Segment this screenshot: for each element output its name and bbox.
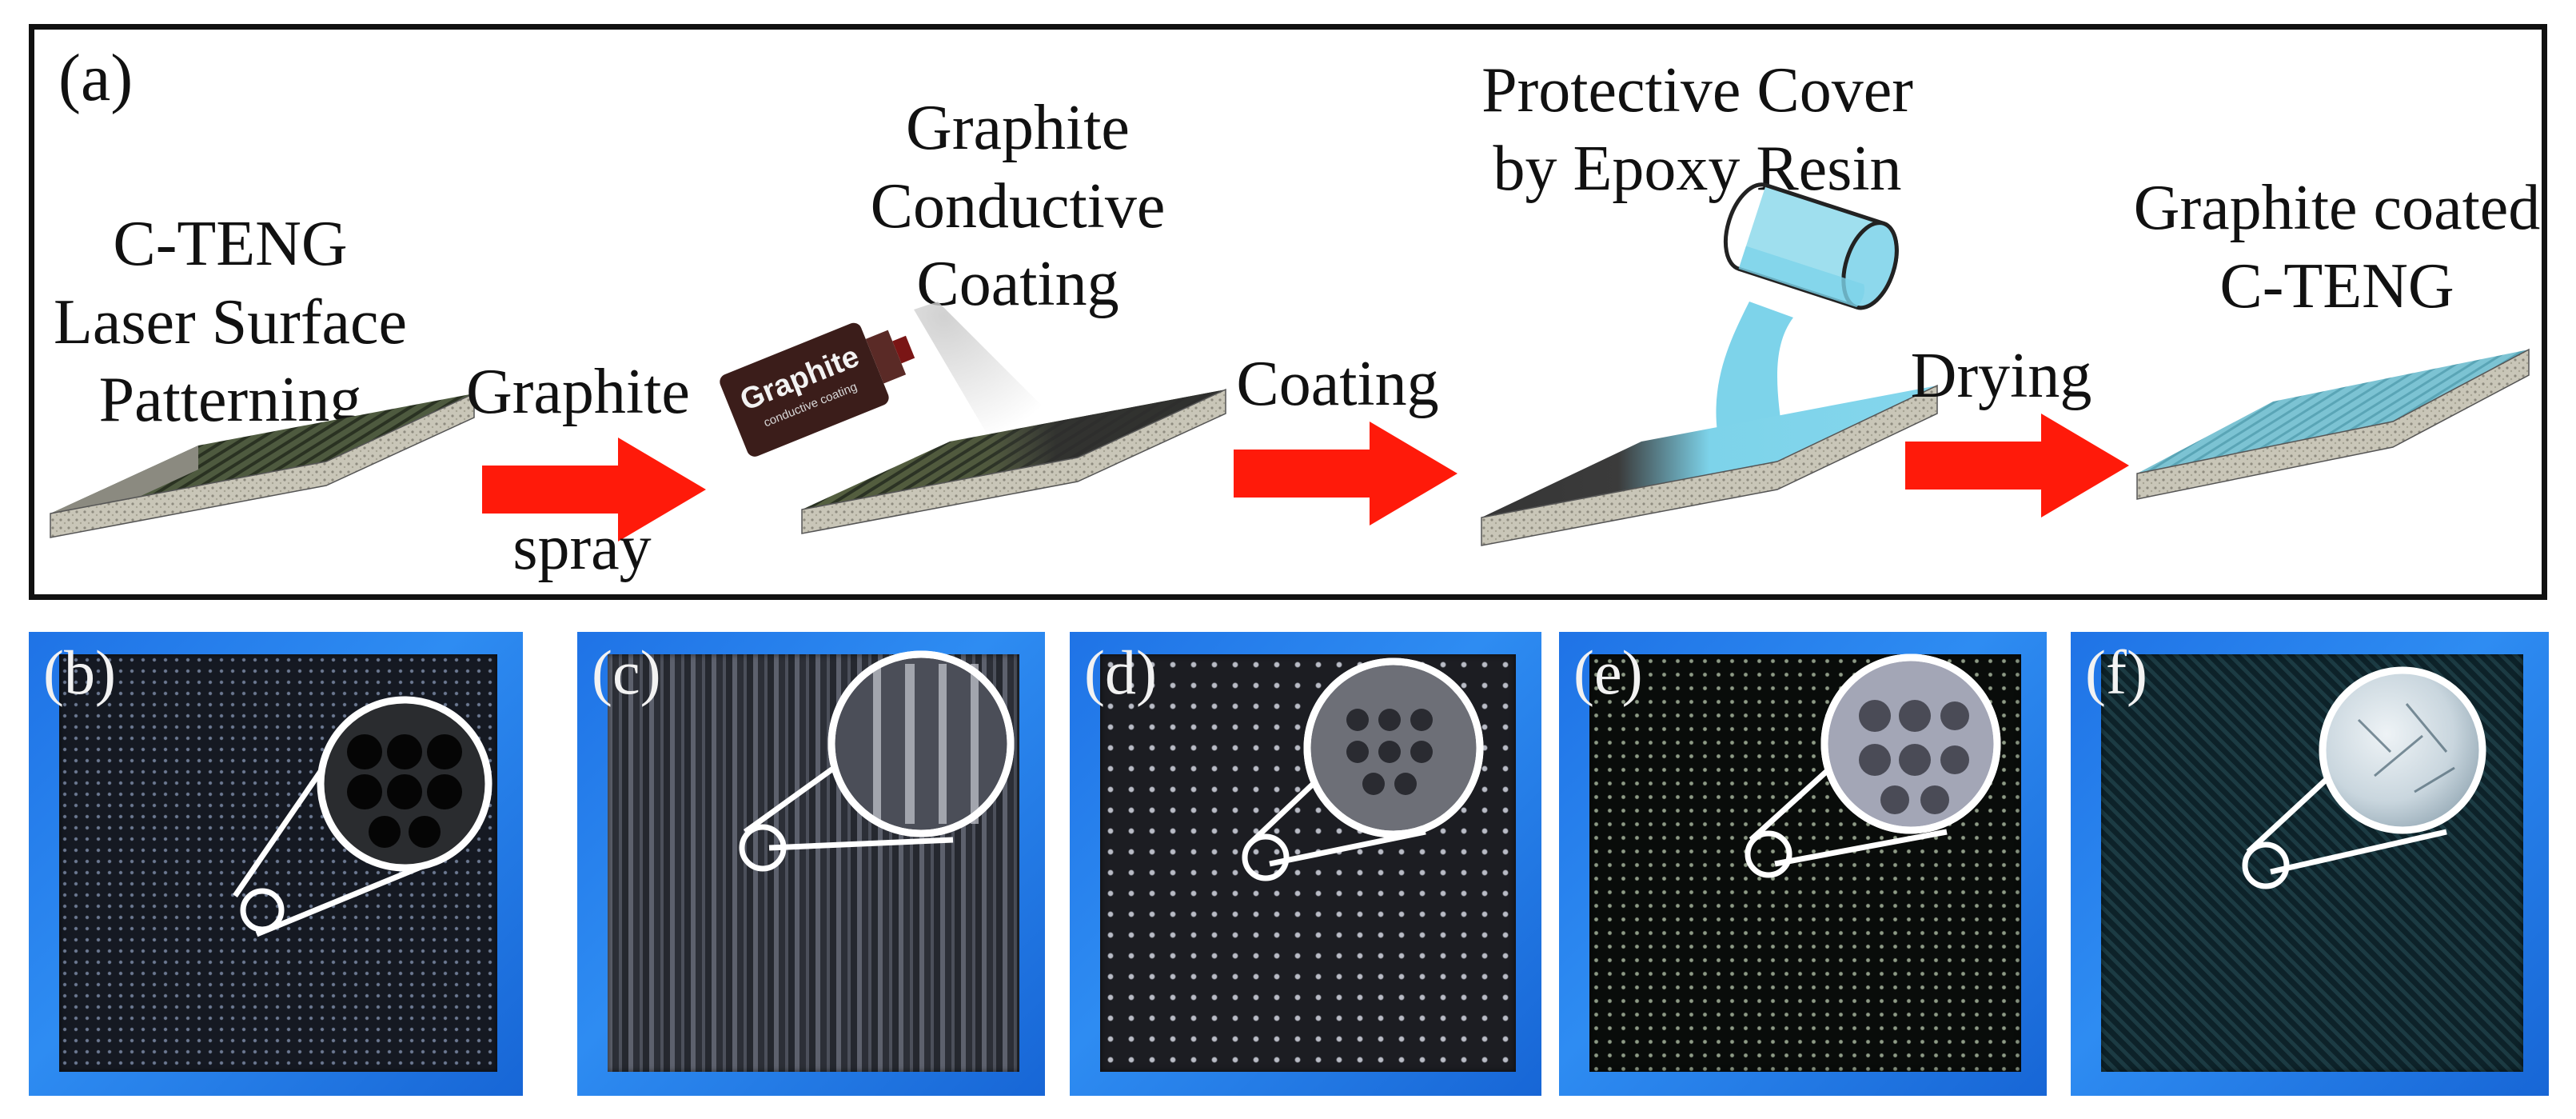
- magnifier-icon: [2242, 666, 2486, 889]
- step1-label: C-TENG Laser Surface Patterning: [54, 206, 407, 440]
- step2-label: Graphite Conductive Coating: [858, 90, 1178, 324]
- step4-label: Graphite coated C-TENG: [2113, 170, 2561, 326]
- slab-finished-icon: [2136, 348, 2530, 500]
- spray-can-icon: Graphite conductive coating: [720, 322, 915, 457]
- panel-f-tag: (f): [2085, 637, 2147, 707]
- photo-panel-e: (e): [1559, 632, 2047, 1096]
- slab-graphite-spray-icon: [801, 388, 1226, 534]
- step4-line-1: Graphite coated: [2133, 173, 2541, 243]
- step2-line-2: Conductive: [870, 170, 1166, 242]
- step1-line-1: C-TENG: [113, 209, 348, 279]
- panel-c-tag: (c): [592, 637, 661, 707]
- step1-line-2: Laser Surface: [54, 286, 407, 358]
- panel-e-tag: (e): [1573, 637, 1643, 707]
- arrow1-top-label: Graphite: [466, 357, 690, 427]
- panel-b-tag: (b): [43, 637, 116, 707]
- step3-line-1: Protective Cover: [1481, 55, 1913, 126]
- magnifier-icon: [1242, 657, 1484, 881]
- process-panel-a: (a) C-TENG Laser Surface Patterning Grap…: [29, 24, 2547, 600]
- epoxy-beaker-icon: [1716, 182, 1899, 454]
- arrow2-label: Coating: [1236, 349, 1439, 419]
- step2-line-3: Coating: [916, 249, 1119, 320]
- spray-mist-icon: [914, 302, 1066, 446]
- slab-patterned-icon: [50, 392, 475, 538]
- step3-line-2: by Epoxy Resin: [1493, 133, 1902, 204]
- arrow-right-icon: [1905, 414, 2129, 518]
- arrow-right-icon: [482, 438, 706, 542]
- arrow-right-icon: [1234, 422, 1457, 526]
- photo-panel-b: (b): [29, 632, 523, 1096]
- magnifier-icon: [1745, 653, 2001, 878]
- step4-line-2: C-TENG: [2219, 250, 2454, 322]
- photo-panel-f: (f): [2071, 632, 2549, 1096]
- photo-panel-c: (c): [577, 632, 1045, 1096]
- magnifier-icon: [739, 650, 1015, 872]
- panel-d-tag: (d): [1084, 637, 1157, 707]
- arrow1-bottom-label: spray: [512, 513, 652, 583]
- slab-epoxy-icon: [1481, 384, 1938, 546]
- panel-a-tag: (a): [58, 41, 134, 115]
- arrow3-label: Drying: [1910, 341, 2092, 411]
- photo-panel-d: (d): [1070, 632, 1541, 1096]
- step3-label: Protective Cover by Epoxy Resin: [1457, 52, 1937, 208]
- magnifier-icon: [233, 696, 492, 937]
- step2-line-1: Graphite: [906, 93, 1130, 163]
